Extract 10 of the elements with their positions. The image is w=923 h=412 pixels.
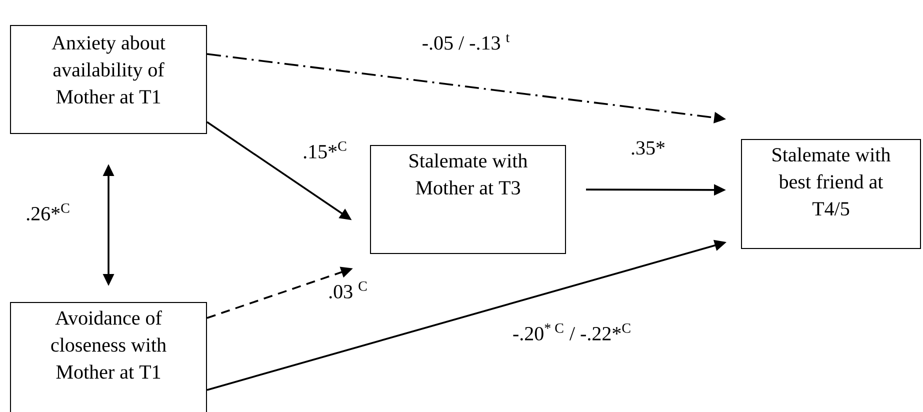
- edge-label: .03 $^{C}$: [329, 281, 367, 299]
- process-box: Stalemate with Mother at T3: [370, 145, 566, 254]
- edge-label: .26*$^{C}$: [26, 203, 70, 221]
- edge-label: -.20$^{* C}$ / -.22*$^{C}$: [513, 323, 630, 341]
- edge-label: .15*$^{C}$: [304, 141, 346, 159]
- process-box: Stalemate with best friend at T4/5: [741, 139, 921, 249]
- edge-label: .35*: [632, 141, 665, 155]
- edge-label: -.05 / -.13 $^{t}$: [422, 34, 510, 50]
- process-box: Avoidance of closeness with Mother at T1: [10, 302, 207, 412]
- process-box: Anxiety about availability of Mother at T1: [10, 25, 207, 134]
